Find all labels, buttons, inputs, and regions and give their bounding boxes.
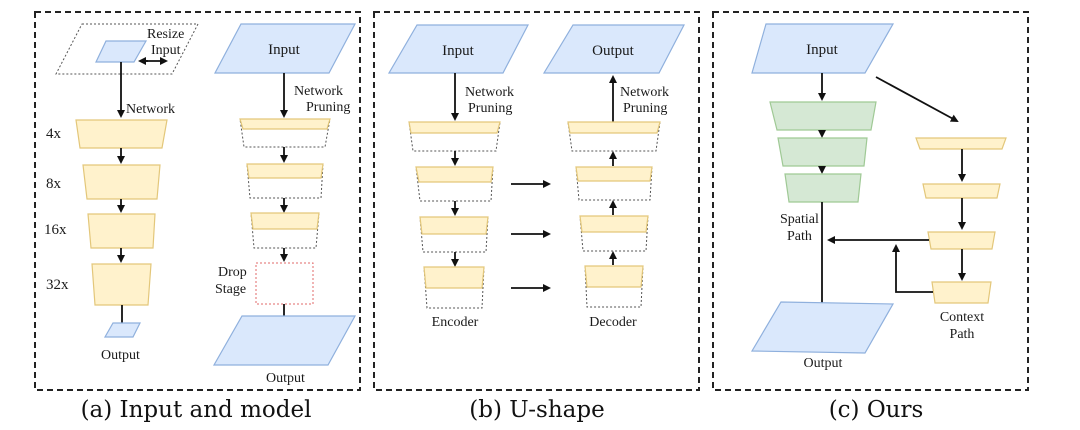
context-stage-4 <box>931 281 992 304</box>
stage-8x <box>82 164 161 200</box>
pruned-stage-3 <box>250 212 320 230</box>
context-label-2: Path <box>950 327 975 342</box>
decoder-stage-2-outline <box>575 166 653 201</box>
spatial-label-1: Spatial <box>780 212 819 227</box>
right-input-shape <box>214 23 356 74</box>
caption-b: (b) U-shape <box>469 397 604 423</box>
encoder-stage-2-outline <box>415 166 494 202</box>
caption-c: (c) Ours <box>829 397 924 423</box>
pruning-label-2: Pruning <box>306 100 350 115</box>
encoder-label: Encoder <box>432 315 479 330</box>
pruned-stage-2-outline <box>246 163 324 199</box>
stage-32x <box>91 263 152 306</box>
panel-a: Resize Input Network 4x 8x 16x 32x Outpu… <box>34 11 361 423</box>
encoder-input-label: Input <box>442 43 474 59</box>
decoder-pruning-1: Network <box>620 85 669 100</box>
ours-output-shape <box>750 301 895 354</box>
small-input-shape <box>95 40 148 63</box>
stage-16x <box>87 213 156 249</box>
decoder-label: Decoder <box>589 315 637 330</box>
resize-label-2: Input <box>151 43 181 58</box>
context-refine-arrow <box>892 244 933 293</box>
context-stage-1 <box>915 137 1007 150</box>
left-output-label: Output <box>101 348 140 363</box>
scale-label-32x: 32x <box>46 277 69 293</box>
drop-label-1: Drop <box>218 265 247 280</box>
drop-stage <box>255 262 314 305</box>
panel-a-border <box>34 11 361 391</box>
encoder-pruning-1: Network <box>465 85 514 100</box>
encoder-pruning-2: Pruning <box>468 101 512 116</box>
scale-label-4x: 4x <box>46 126 62 142</box>
spatial-stage-2 <box>777 137 868 167</box>
context-stage-2 <box>922 183 1001 199</box>
pruning-label-1: Network <box>294 84 343 99</box>
scale-label-16x: 16x <box>44 222 67 238</box>
right-input-label: Input <box>268 42 300 58</box>
pruned-stage-2 <box>246 163 324 179</box>
ours-input-shape <box>751 23 895 74</box>
panel-c: Input Spatial Path Context Path Output (… <box>712 11 1029 423</box>
decoder-output-label: Output <box>592 43 635 59</box>
pruned-stage-1 <box>239 118 331 130</box>
decoder-pruning-2: Pruning <box>623 101 667 116</box>
resize-input-region <box>55 23 199 75</box>
encoder-stage-4 <box>423 266 485 289</box>
network-label: Network <box>126 102 175 117</box>
encoder-stage-2 <box>415 166 494 183</box>
panel-c-border <box>712 11 1029 391</box>
spatial-stage-3 <box>784 173 862 203</box>
scale-label-8x: 8x <box>46 176 62 192</box>
context-stage-3 <box>927 231 996 250</box>
caption-a: (a) Input and model <box>81 397 312 423</box>
decoder-stage-2 <box>575 166 653 182</box>
ours-input-label: Input <box>806 42 838 58</box>
right-output-label: Output <box>266 371 305 386</box>
right-output-shape <box>212 315 357 366</box>
resize-label-1: Resize <box>147 27 184 42</box>
encoder-input-shape <box>387 24 529 74</box>
decoder-stage-4 <box>584 265 644 288</box>
encoder-stage-3 <box>419 216 489 235</box>
decoder-stage-1 <box>567 121 661 134</box>
drop-label-2: Stage <box>215 282 246 297</box>
small-output-shape <box>103 322 141 338</box>
spatial-stage-1 <box>769 101 877 131</box>
panel-b-border <box>373 11 700 391</box>
decoder-output-shape <box>542 24 685 74</box>
spatial-label-2: Path <box>787 229 812 244</box>
panel-b: Input Network Pruning Output Network Pru… <box>373 11 700 423</box>
decoder-stage-3 <box>579 215 649 233</box>
arrow-input-to-context <box>875 76 959 122</box>
stage-4x <box>75 119 168 149</box>
ours-output-label: Output <box>804 356 843 371</box>
encoder-stage-1 <box>408 121 501 134</box>
context-label-1: Context <box>940 310 984 325</box>
